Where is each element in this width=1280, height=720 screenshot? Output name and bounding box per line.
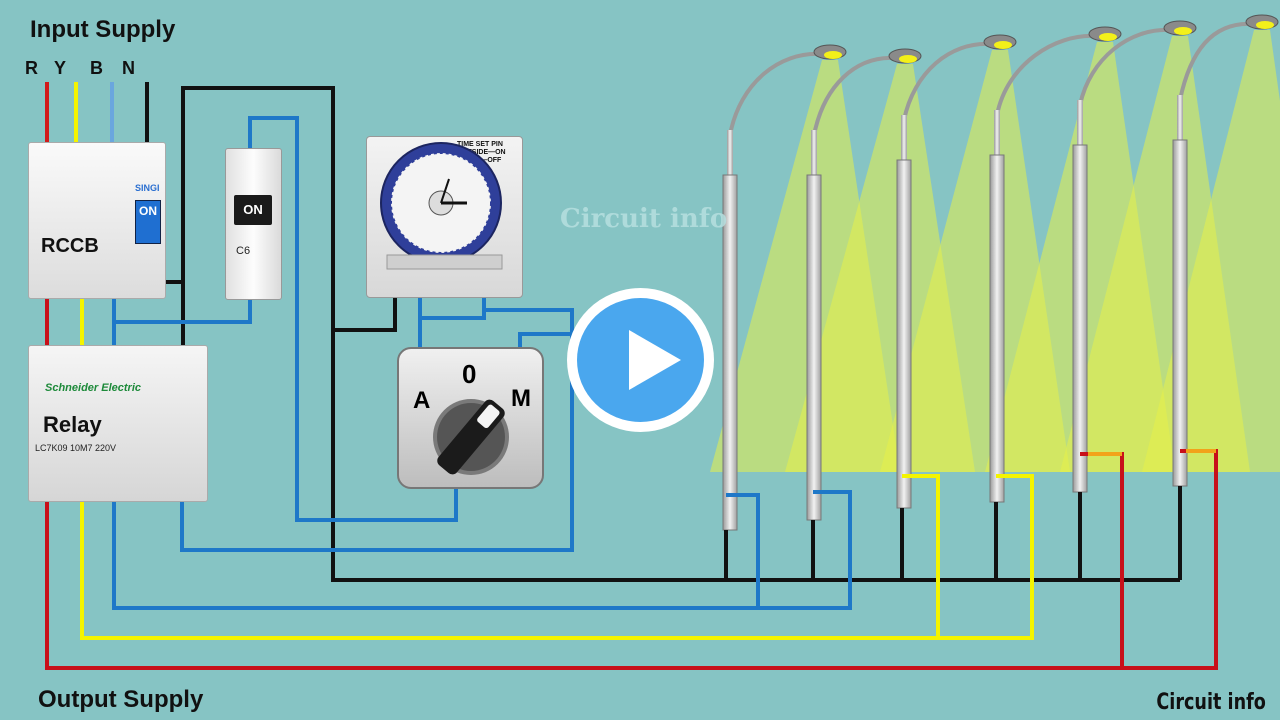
relay-device: Schneider Electric Relay LC7K09 10M7 220… xyxy=(28,345,208,502)
selector-pos-manual: M xyxy=(511,385,531,412)
street-light-icon xyxy=(806,48,922,521)
mcb-device: ON C6 xyxy=(225,148,282,300)
selector-switch[interactable]: 0 A M xyxy=(397,347,544,489)
watermark-center: Circuit info xyxy=(560,204,728,234)
street-light-icon xyxy=(722,44,847,531)
blue-wires xyxy=(112,116,852,610)
rccb-brand: SINGI xyxy=(135,183,160,193)
mcb-rating: C6 xyxy=(236,245,251,257)
watermark-bottom: Circuit info xyxy=(1156,690,1266,715)
play-button[interactable] xyxy=(567,288,714,432)
street-light-icon xyxy=(1172,14,1279,487)
phase-label-y: Y xyxy=(54,58,67,78)
street-light-icon xyxy=(1072,20,1197,493)
rccb-device: RCCB SINGI ON xyxy=(28,142,166,299)
timer-device: TIME SET PIN OUTSIDE—ON INSIDE—OFF xyxy=(366,136,523,298)
rotary-knob-icon[interactable] xyxy=(399,349,546,491)
mcb-switch[interactable]: ON xyxy=(234,195,272,225)
play-triangle xyxy=(629,330,681,390)
phase-label-n: N xyxy=(122,58,135,78)
selector-pos-off: 0 xyxy=(462,359,477,389)
play-button-icon[interactable] xyxy=(577,298,704,422)
relay-brand: Schneider Electric xyxy=(45,382,141,394)
rccb-label: RCCB xyxy=(41,235,99,257)
neutral-wires xyxy=(147,86,1182,582)
relay-model: LC7K09 10M7 220V xyxy=(35,443,117,453)
phase-label-r: R xyxy=(25,58,38,78)
output-supply-title: Output Supply xyxy=(38,686,204,713)
input-supply-title: Input Supply xyxy=(30,16,176,43)
timer-clock-icon xyxy=(380,142,503,270)
street-lights xyxy=(722,14,1279,531)
rccb-switch[interactable]: ON xyxy=(135,200,161,244)
orange-leads xyxy=(1088,449,1216,456)
relay-label: Relay xyxy=(43,412,102,437)
selector-pos-auto: A xyxy=(413,387,431,414)
phase-label-b: B xyxy=(90,58,103,78)
